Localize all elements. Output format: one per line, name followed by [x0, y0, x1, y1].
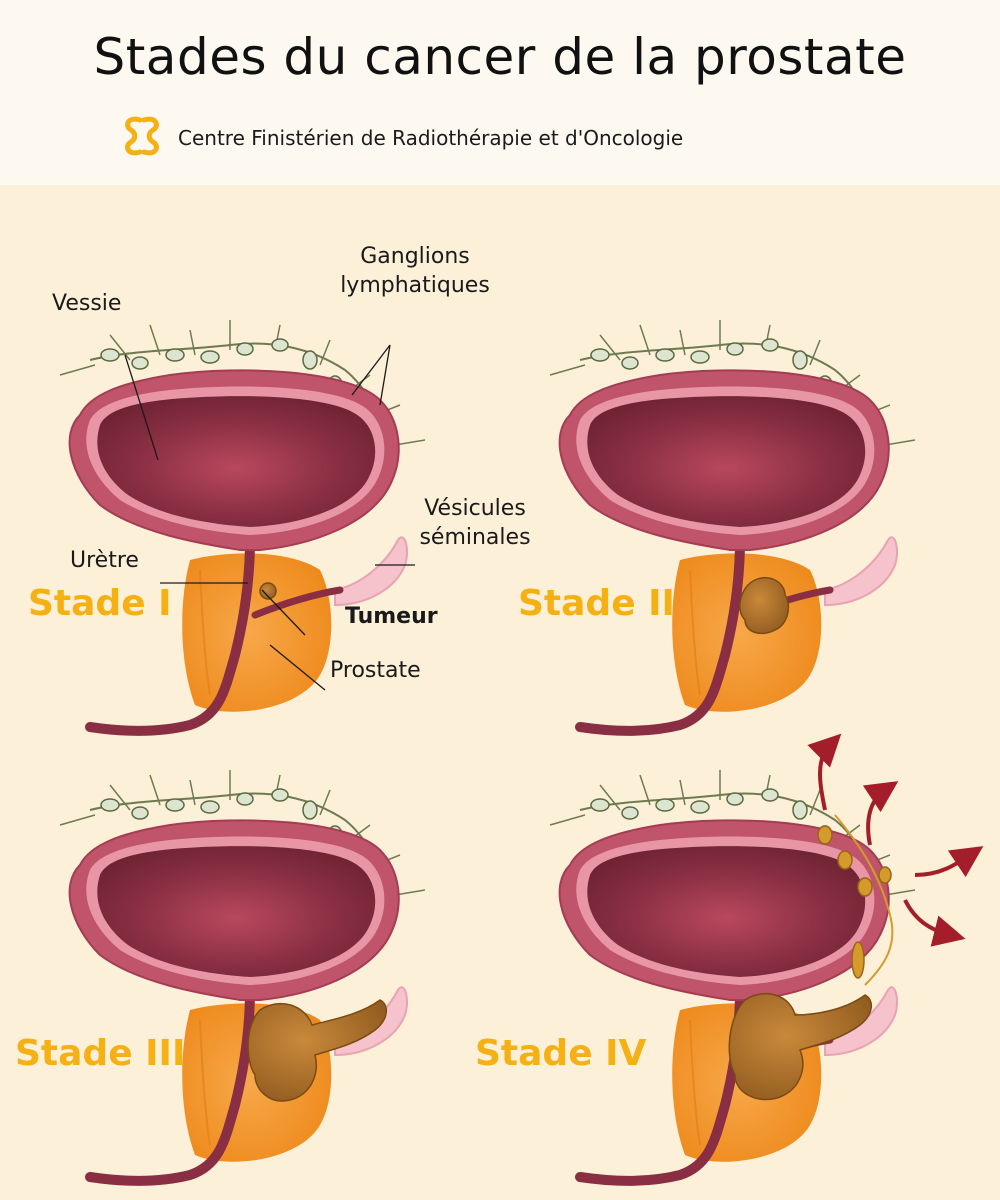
label-ganglions-line1: Ganglions — [360, 244, 470, 269]
metastasis-arrows — [807, 733, 984, 947]
label-uretre: Urètre — [70, 548, 139, 573]
label-tumeur: Tumeur — [345, 604, 438, 629]
label-vessie: Vessie — [52, 291, 122, 316]
label-vesicules-line1: Vésicules — [424, 496, 526, 521]
label-prostate: Prostate — [330, 658, 421, 683]
label-vesicules-line2: séminales — [419, 524, 531, 550]
tumor-stage-2 — [739, 576, 790, 635]
stages-diagram: Vessie Ganglions lymphatiques Vésicules … — [0, 185, 1000, 1200]
stage-3-label: Stade III — [15, 1033, 186, 1074]
stage-4-illustration — [549, 733, 984, 1181]
anatomy-illustration — [59, 319, 984, 1200]
stage-1-illustration — [59, 319, 426, 731]
label-vesicules-seminales: Vésicules séminales — [405, 495, 545, 552]
stage-2-label: Stade II — [518, 583, 675, 624]
tumor-stage-3 — [247, 999, 387, 1102]
stage-1-label: Stade I — [28, 583, 172, 624]
stage-2-illustration — [549, 319, 916, 731]
tumor-stage-1 — [259, 582, 277, 600]
page-title: Stades du cancer de la prostate — [93, 28, 907, 86]
metastatic-nodes — [817, 825, 892, 979]
annotation-lines — [124, 344, 415, 691]
label-ganglions: Ganglions lymphatiques — [335, 243, 495, 300]
organization: Centre Finistérien de Radiothérapie et d… — [120, 115, 683, 161]
stage-4-label: Stade IV — [475, 1033, 647, 1074]
organization-name: Centre Finistérien de Radiothérapie et d… — [178, 126, 684, 150]
cfro-logo-icon — [120, 114, 164, 162]
stage-3-illustration — [59, 769, 426, 1181]
header: Stades du cancer de la prostate Centre F… — [0, 0, 1000, 185]
label-ganglions-line2: lymphatiques — [340, 272, 490, 298]
tumor-stage-4 — [728, 992, 872, 1101]
